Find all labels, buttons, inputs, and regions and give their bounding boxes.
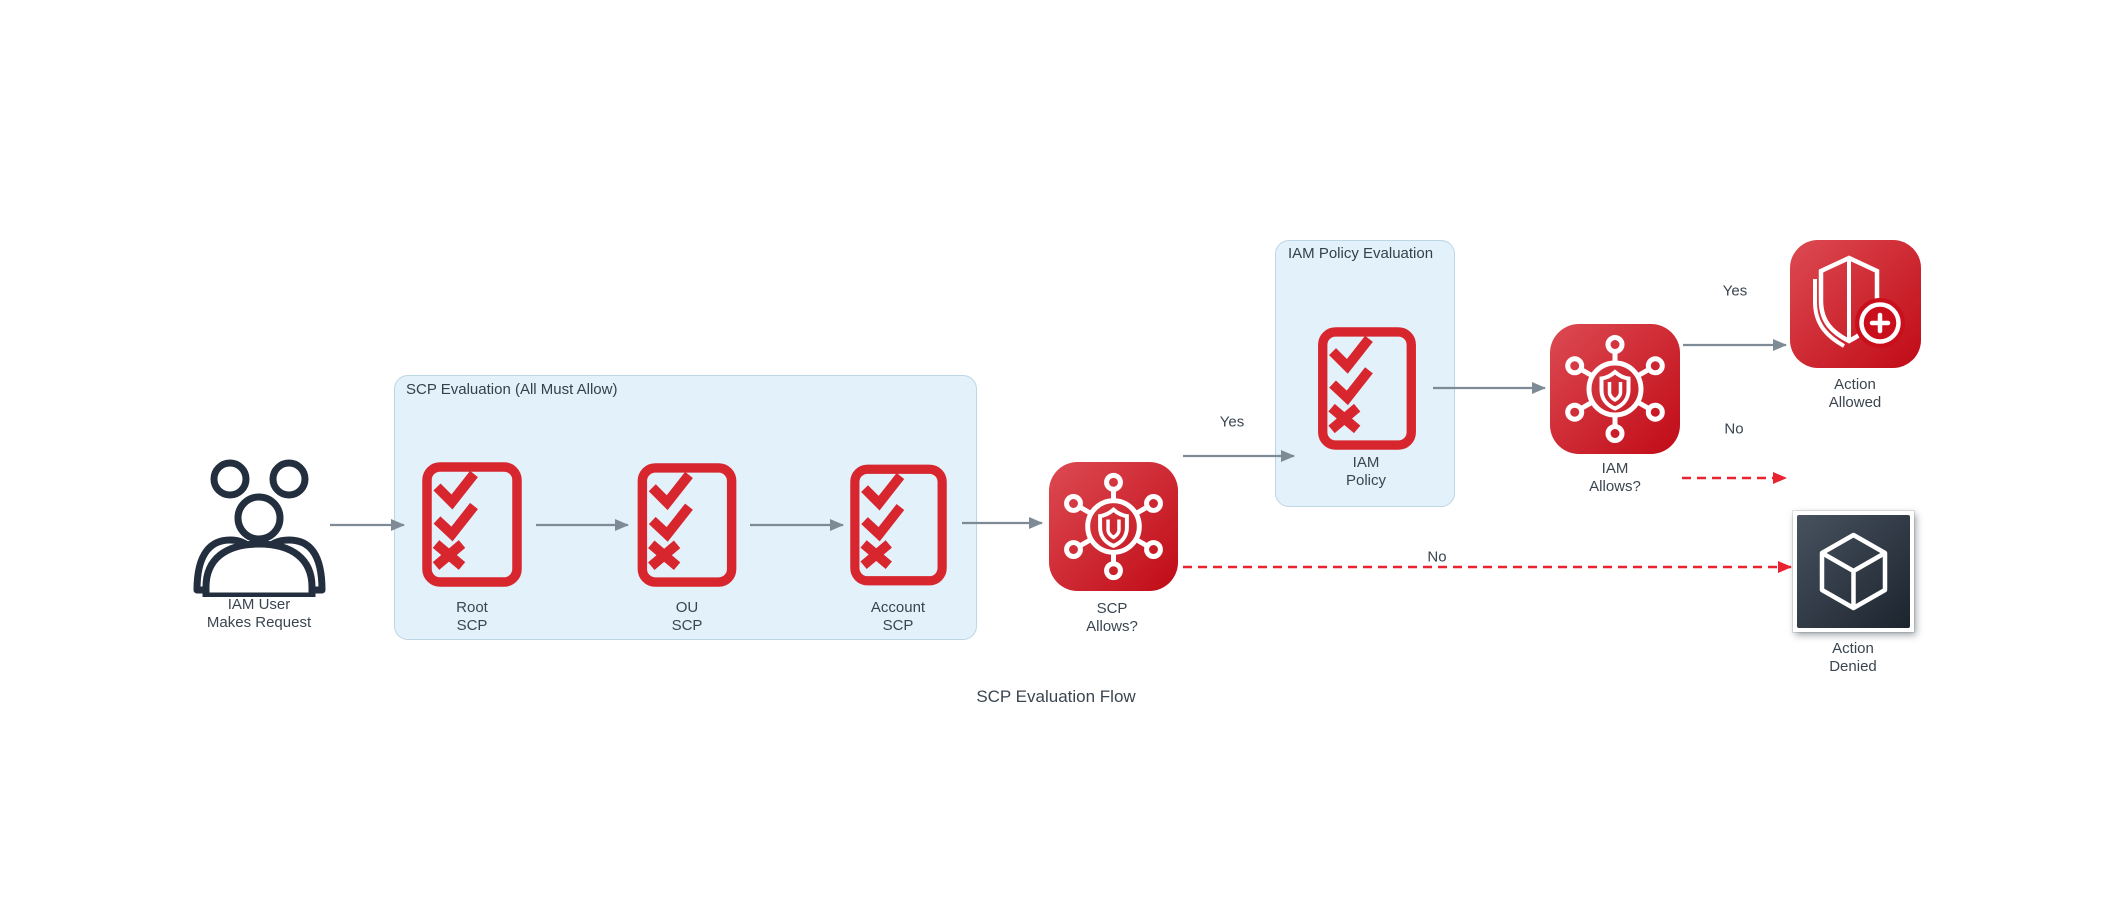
- root-scp-label: Root SCP: [456, 599, 488, 635]
- scp-allows-label-line2: Allows?: [1086, 618, 1138, 635]
- action-denied-label: Action Denied: [1829, 640, 1877, 676]
- action-allowed-label-line2: Allowed: [1828, 394, 1882, 411]
- iam-policy-label-line2: Policy: [1345, 472, 1387, 489]
- scp-evaluation-group-label: SCP Evaluation (All Must Allow): [406, 381, 618, 398]
- action-denied-label-line2: Denied: [1829, 658, 1877, 675]
- action-denied-label-line1: Action: [1832, 640, 1874, 657]
- iam-policy-checklist-icon: [1317, 327, 1417, 450]
- iam-policy-label-line1: IAM: [1352, 454, 1380, 471]
- account-scp-checklist-icon: [850, 463, 947, 587]
- edge-label-iam-yes: Yes: [1722, 282, 1748, 300]
- scp-allows-label: SCP Allows?: [1086, 600, 1138, 636]
- action-allowed-label-line1: Action: [1834, 376, 1876, 393]
- cube-icon: [1793, 511, 1914, 632]
- edge-label-iam-no: No: [1724, 420, 1744, 438]
- iam-allows-org-shield-icon: [1548, 322, 1682, 456]
- scp-allows-label-line1: SCP: [1096, 600, 1128, 617]
- account-scp-label-line1: Account: [870, 599, 926, 616]
- root-scp-label-line2: SCP: [456, 617, 488, 634]
- account-scp-label-line2: SCP: [882, 617, 914, 634]
- root-scp-checklist-icon: [422, 462, 522, 587]
- edge-label-scp-yes: Yes: [1219, 413, 1245, 431]
- shield-plus-icon: [1788, 238, 1923, 370]
- iam-policy-evaluation-group-label: IAM Policy Evaluation: [1288, 245, 1434, 262]
- scp-allows-org-shield-icon: [1047, 460, 1180, 593]
- user-label-line2: Makes Request: [206, 614, 312, 631]
- account-scp-label: Account SCP: [871, 599, 925, 635]
- diagram-title: SCP Evaluation Flow: [976, 687, 1136, 706]
- ou-scp-label-line1: OU: [675, 599, 699, 616]
- root-scp-label-line1: Root: [456, 599, 488, 616]
- action-allowed-label: Action Allowed: [1829, 376, 1882, 412]
- edge-label-scp-no: No: [1427, 548, 1447, 566]
- user-node-label: IAM User Makes Request: [207, 596, 311, 632]
- user-label-line1: IAM User: [227, 596, 291, 613]
- ou-scp-checklist-icon: [637, 463, 737, 587]
- iam-allows-label-line1: IAM: [1601, 460, 1629, 477]
- ou-scp-label: OU SCP: [672, 599, 703, 635]
- iam-allows-label: IAM Allows?: [1589, 460, 1641, 496]
- users-icon: [190, 449, 328, 600]
- iam-allows-label-line2: Allows?: [1589, 478, 1641, 495]
- ou-scp-label-line2: SCP: [671, 617, 703, 634]
- iam-policy-label: IAM Policy: [1346, 454, 1386, 490]
